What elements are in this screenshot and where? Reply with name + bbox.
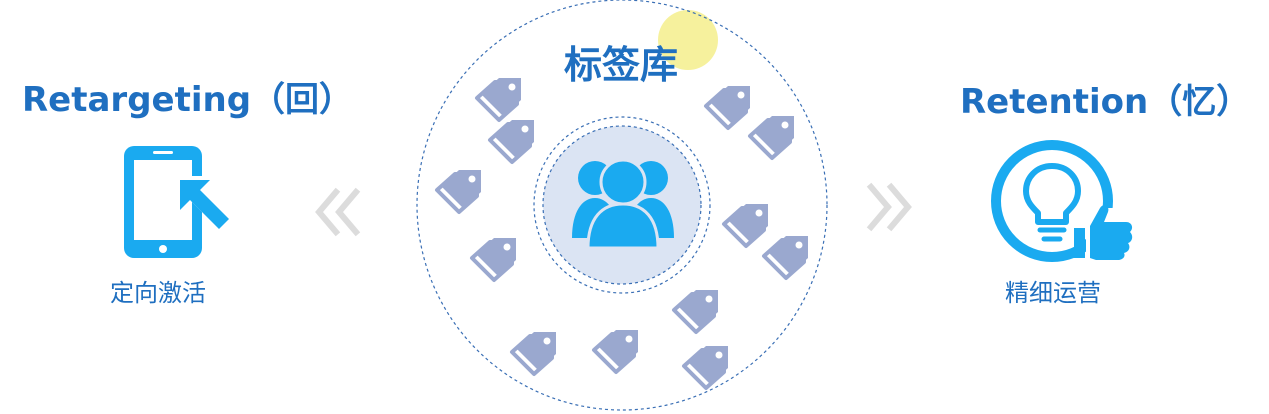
- user-group-icon: [572, 158, 674, 250]
- tag-icon: [435, 168, 483, 214]
- left-caption: 定向激活: [110, 279, 206, 307]
- tag-icon: [704, 84, 752, 130]
- tag-icon: [510, 330, 558, 376]
- tag-icon: [682, 344, 730, 390]
- tag-icon: [470, 236, 518, 282]
- inner-ring: [533, 116, 711, 294]
- tag-icon: [592, 328, 640, 374]
- tag-icon: [748, 114, 796, 160]
- tag-icon: [722, 202, 770, 248]
- tag-icon: [475, 76, 523, 122]
- phone-cursor-icon: [124, 146, 234, 258]
- left-heading: Retargeting（回）: [22, 80, 354, 120]
- chevron-double-right-icon: [866, 182, 912, 232]
- highlight-dot: [658, 10, 718, 70]
- tag-icon: [762, 234, 810, 280]
- lightbulb-thumbs-up-icon: [991, 140, 1134, 266]
- chevron-double-left-icon: [315, 187, 361, 237]
- tag-icon: [672, 288, 720, 334]
- tag-icon: [488, 118, 536, 164]
- right-heading: Retention（忆）: [960, 82, 1251, 122]
- center-title: 标签库: [564, 43, 679, 87]
- outer-ring: [416, 0, 828, 411]
- right-caption: 精细运营: [1005, 279, 1101, 307]
